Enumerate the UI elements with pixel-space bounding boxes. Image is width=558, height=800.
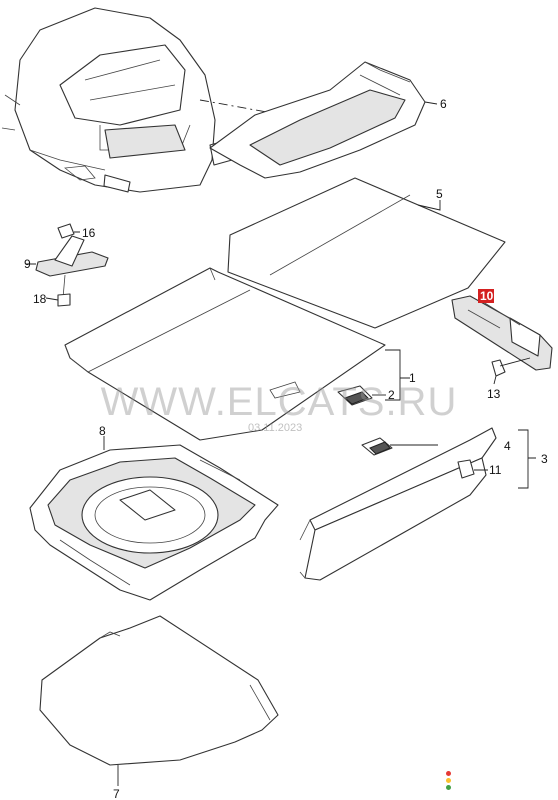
callout-1: 1: [409, 371, 416, 385]
callout-11: 11: [489, 463, 502, 477]
status-dot-red: [446, 771, 451, 776]
callout-13: 13: [487, 387, 501, 401]
callout-5: 5: [436, 187, 443, 201]
side-trim-part-10: [451, 295, 553, 385]
bracket-1: [385, 349, 410, 401]
callout-9: 9: [24, 257, 31, 271]
callout-4: 4: [504, 439, 511, 453]
sill-trim-part-3: [299, 427, 497, 581]
callout-2: 2: [388, 388, 395, 402]
callout-16: 16: [82, 226, 96, 240]
car-rear-illustration: [1, 7, 233, 193]
clip-part-13: [491, 359, 506, 377]
status-indicator: [446, 771, 454, 792]
luggage-cover-part-6: [209, 61, 438, 179]
callout-6: 6: [440, 97, 447, 111]
callout-8: 8: [99, 424, 106, 438]
hinge-bracket-group: [26, 223, 109, 307]
floor-mat-part-7: [39, 615, 279, 786]
floor-panel-part-5: [227, 177, 506, 329]
highlight-marker: [478, 289, 494, 303]
callout-7: 7: [113, 787, 120, 800]
callout-10[interactable]: 10: [480, 289, 494, 303]
spare-wheel-insert-part-8: [29, 436, 279, 601]
callout-3: 3: [541, 452, 548, 466]
load-floor-part-1: [64, 267, 386, 441]
bracket-3: [518, 429, 536, 489]
status-dot-yellow: [446, 778, 451, 783]
clip-part-11: [457, 459, 475, 479]
callout-18: 18: [33, 292, 47, 306]
status-dot-green: [446, 785, 451, 790]
